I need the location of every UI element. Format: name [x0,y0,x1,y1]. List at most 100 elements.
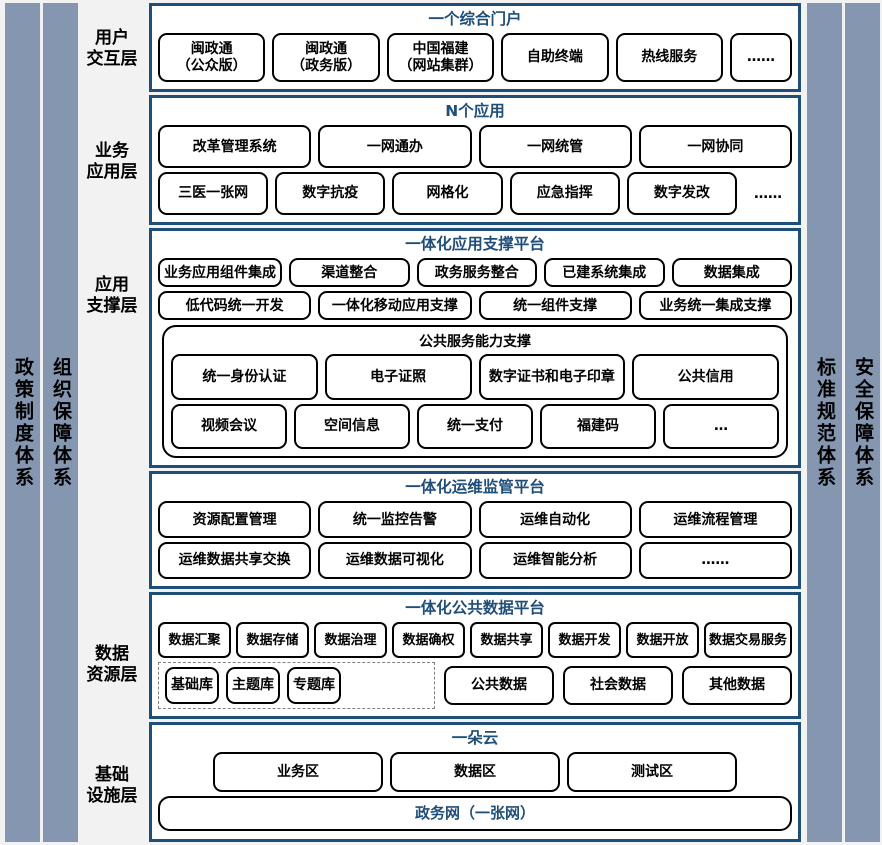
data-repo-special-library[interactable]: 专题库 [287,667,341,704]
app-item-more: …… [754,185,783,202]
layer-stack: 一个综合门户 闽政通（公众版） 闽政通（政务版） 中国福建（网站集群） 自助终端… [146,3,803,842]
layer-business-apps-title: N个应用 [445,102,505,120]
data-item-trading-service[interactable]: 数据交易服务 [704,622,793,659]
layer-infrastructure-row: 业务区 数据区 测试区 [158,750,792,794]
app-item-digital-reform[interactable]: 数字发改 [626,172,738,215]
layer-ops-platform-title: 一体化运维监管平台 [405,478,545,496]
layer-app-support-row-1: 业务应用组件集成 渠道整合 政务服务整合 已建系统集成 数据集成 [158,256,792,289]
data-item-storage[interactable]: 数据存储 [236,622,309,659]
layer-portal-row: 闽政通（公众版） 闽政通（政务版） 中国福建（网站集群） 自助终端 热线服务 …… [157,31,793,84]
support-item-business-component-integration[interactable]: 业务应用组件集成 [158,258,282,288]
app-item-emergency-command[interactable]: 应急指挥 [509,172,620,215]
layer-portal-title: 一个综合门户 [428,10,522,28]
layer-infrastructure-footer-row: 政务网（一张网） [158,794,792,834]
data-item-development[interactable]: 数据开发 [548,622,621,659]
support-item-gov-service-integration[interactable]: 政务服务整合 [416,258,537,288]
pubsvc-item-unified-payment[interactable]: 统一支付 [417,403,533,449]
app-item-one-net-collaboration[interactable]: 一网协同 [638,125,792,169]
infra-item-test-zone[interactable]: 测试区 [567,752,737,792]
layer-infrastructure: 一朵云 业务区 数据区 测试区 政务网（一张网） [149,722,801,842]
pubsvc-item-unified-identity-auth[interactable]: 统一身份认证 [171,354,318,400]
layer-data-row-repositories: 基础库 主题库 专题库 公共数据 社会数据 其他数据 [158,660,792,711]
layer-app-support: 一体化应用支撑平台 业务应用组件集成 渠道整合 政务服务整合 已建系统集成 数据… [149,228,801,468]
data-item-social-data[interactable]: 社会数据 [563,666,673,705]
right-pillar-security-system: 安全保障体系 [845,3,880,842]
data-item-public-data[interactable]: 公共数据 [444,666,554,705]
app-item-reform-management[interactable]: 改革管理系统 [158,125,312,169]
public-service-capability-title: 公共服务能力支撑 [419,334,531,351]
support-item-mobile-app-support[interactable]: 一体化移动应用支撑 [318,291,472,321]
layer-label-user-interaction: 用户交互层 [78,3,146,95]
right-pillar-standard-system: 标准规范体系 [807,3,842,842]
app-item-digital-epidemic[interactable]: 数字抗疫 [275,172,386,215]
app-item-gridding[interactable]: 网格化 [392,172,503,215]
public-service-row-2: 视频会议 空间信息 统一支付 福建码 … [171,402,779,451]
support-item-data-integration[interactable]: 数据集成 [671,258,792,288]
left-pillar-organization-label: 组织保障体系 [50,356,72,489]
layer-business-apps-row-2: 三医一张网 数字抗疫 网格化 应急指挥 数字发改 …… [158,170,792,217]
support-item-lowcode-development[interactable]: 低代码统一开发 [158,291,312,321]
layer-label-infrastructure: 基础设施层 [78,730,146,842]
app-item-medical-net[interactable]: 三医一张网 [158,172,269,215]
pubsvc-item-digital-certificate-seal[interactable]: 数字证书和电子印章 [478,354,626,400]
support-item-legacy-system-integration[interactable]: 已建系统集成 [544,258,665,288]
left-pillar-organization-system: 组织保障体系 [43,3,78,842]
support-item-unified-component-support[interactable]: 统一组件支撑 [478,291,632,321]
infra-item-gov-network[interactable]: 政务网（一张网） [158,796,792,831]
data-item-openness[interactable]: 数据开放 [626,622,699,659]
ops-item-resource-config-management[interactable]: 资源配置管理 [158,501,312,539]
data-repository-cluster: 基础库 主题库 专题库 [158,662,435,709]
layer-business-apps: N个应用 改革管理系统 一网通办 一网统管 一网协同 三医一张网 数字抗疫 网格… [149,95,801,225]
layer-app-support-row-2: 低代码统一开发 一体化移动应用支撑 统一组件支撑 业务统一集成支撑 [158,289,792,322]
public-service-capability-group: 公共服务能力支撑 统一身份认证 电子证照 数字证书和电子印章 公共信用 视频会议… [162,325,788,458]
left-pillar-policy-system: 政策制度体系 [5,3,40,842]
data-repo-basic-library[interactable]: 基础库 [165,667,219,704]
app-item-one-net-governance[interactable]: 一网统管 [478,125,632,169]
support-item-channel-integration[interactable]: 渠道整合 [289,258,410,288]
pubsvc-item-electronic-license[interactable]: 电子证照 [324,354,472,400]
ops-item-process-management[interactable]: 运维流程管理 [638,501,792,539]
ops-item-data-sharing-exchange[interactable]: 运维数据共享交换 [158,542,312,579]
data-item-other-data[interactable]: 其他数据 [682,666,792,705]
data-item-ownership[interactable]: 数据确权 [392,622,465,659]
layer-infrastructure-title: 一朵云 [451,729,499,747]
left-pillar-policy-label: 政策制度体系 [12,356,34,489]
layer-ops-row-2: 运维数据共享交换 运维数据可视化 运维智能分析 …… [158,540,792,581]
support-item-business-integration-support[interactable]: 业务统一集成支撑 [638,291,792,321]
pubsvc-item-spatial-information[interactable]: 空间信息 [294,403,410,449]
ops-item-unified-monitoring-alarm[interactable]: 统一监控告警 [318,501,472,539]
layer-label-app-support: 应用支撑层 [78,228,146,600]
pubsvc-item-video-conference[interactable]: 视频会议 [171,403,287,449]
pubsvc-item-public-credit[interactable]: 公共信用 [632,354,779,400]
infra-item-business-zone[interactable]: 业务区 [213,752,383,792]
layer-label-business-app: 业务应用层 [78,95,146,228]
portal-item-minzhengtong-public[interactable]: 闽政通（公众版） [157,33,266,82]
layer-business-apps-row-1: 改革管理系统 一网通办 一网统管 一网协同 [158,123,792,170]
portal-item-china-fujian[interactable]: 中国福建（网站集群） [386,33,495,82]
portal-item-minzhengtong-gov[interactable]: 闽政通（政务版） [272,33,380,82]
portal-item-hotline-service[interactable]: 热线服务 [615,33,724,82]
pubsvc-item-fujian-code[interactable]: 福建码 [540,403,656,449]
data-item-sharing[interactable]: 数据共享 [470,622,543,659]
layer-portal: 一个综合门户 闽政通（公众版） 闽政通（政务版） 中国福建（网站集群） 自助终端… [149,3,801,92]
ops-item-data-visualization[interactable]: 运维数据可视化 [318,542,472,579]
data-item-governance[interactable]: 数据治理 [314,622,387,659]
layer-label-data-resource: 数据资源层 [78,600,146,730]
ops-item-automation[interactable]: 运维自动化 [478,501,632,539]
ops-item-more[interactable]: …… [638,542,792,579]
portal-item-more[interactable]: …… [730,33,793,82]
layer-data-platform-title: 一体化公共数据平台 [405,599,545,617]
infra-item-data-zone[interactable]: 数据区 [390,752,560,792]
right-pillar-security-label: 安全保障体系 [852,356,874,489]
layer-ops-row-1: 资源配置管理 统一监控告警 运维自动化 运维流程管理 [158,499,792,540]
pubsvc-item-more[interactable]: … [663,403,779,449]
data-item-aggregation[interactable]: 数据汇聚 [158,622,231,659]
portal-item-self-service-terminal[interactable]: 自助终端 [501,33,609,82]
layer-data-platform: 一体化公共数据平台 数据汇聚 数据存储 数据治理 数据确权 数据共享 数据开发 … [149,592,801,719]
layer-label-column: 用户交互层 业务应用层 应用支撑层 数据资源层 基础设施层 [78,3,146,842]
data-repo-thematic-library[interactable]: 主题库 [226,667,280,704]
ops-item-intelligent-analysis[interactable]: 运维智能分析 [478,542,632,579]
layer-app-support-title: 一体化应用支撑平台 [405,235,545,253]
app-item-one-net-service[interactable]: 一网通办 [318,125,472,169]
